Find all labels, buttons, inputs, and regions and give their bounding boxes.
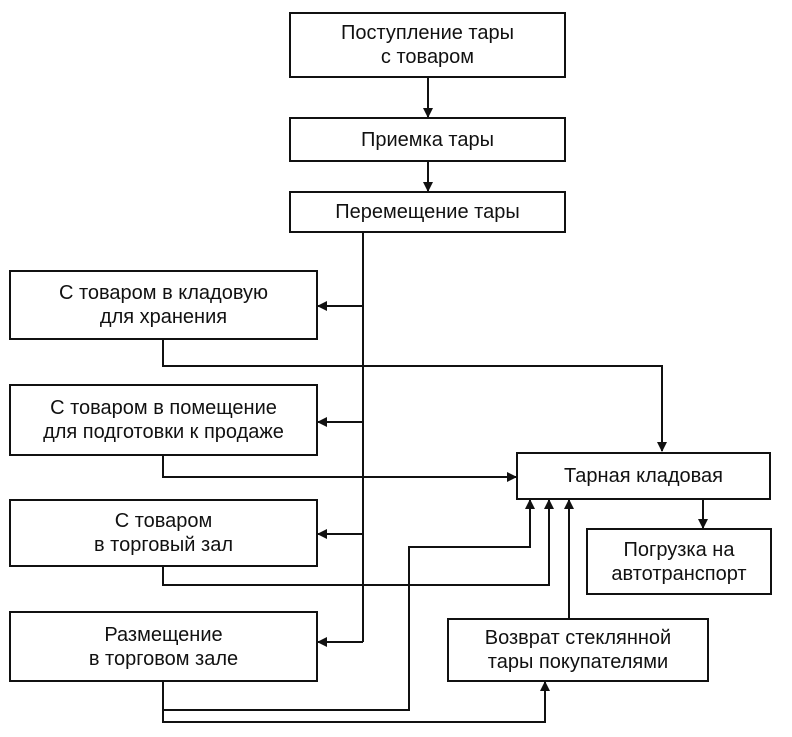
node-placement-line-1: Размещение bbox=[104, 623, 223, 646]
node-to-prep-room-line-1: С товаром в помещение bbox=[50, 397, 277, 419]
node-to-storeroom-line-2: для хранения bbox=[99, 306, 228, 328]
node-movement-label: Перемещение тары bbox=[335, 201, 520, 223]
node-to-sales-floor: С товаром в торговый зал bbox=[9, 499, 318, 567]
node-to-sales-floor-line-1: С товаром bbox=[114, 510, 213, 532]
node-placement: Размещение в торговом зале bbox=[9, 611, 318, 682]
node-to-sales-floor-line-2: в торговый зал bbox=[93, 534, 234, 556]
node-arrival: Поступление тары с товаром bbox=[289, 12, 566, 78]
node-acceptance-label: Приемка тары bbox=[361, 128, 494, 151]
node-movement: Перемещение тары bbox=[289, 191, 566, 233]
arrow-prep-to-tare bbox=[162, 456, 517, 482]
arrow-sales-floor-to-tare bbox=[162, 499, 554, 586]
node-truck-loading-line-1: Погрузка на bbox=[623, 538, 735, 561]
node-glass-return: Возврат стеклянной тары покупателями bbox=[447, 618, 709, 682]
node-placement-line-2: в торговом зале bbox=[88, 647, 239, 670]
node-arrival-line-1: Поступление тары bbox=[341, 22, 514, 44]
arrow-placement-to-glass-return bbox=[162, 681, 550, 723]
node-to-storeroom-line-1: С товаром в кладовую bbox=[58, 282, 269, 304]
arrow-storeroom-to-tare bbox=[162, 340, 667, 452]
node-to-storeroom: С товаром в кладовую для хранения bbox=[9, 270, 318, 340]
node-to-prep-room-line-2: для подготовки к продаже bbox=[43, 421, 284, 443]
node-truck-loading-line-2: автотранспорт bbox=[611, 562, 747, 585]
node-arrival-line-2: с товаром bbox=[380, 46, 475, 68]
node-to-prep-room: С товаром в помещение для подготовки к п… bbox=[9, 384, 318, 456]
node-acceptance: Приемка тары bbox=[289, 117, 566, 162]
node-truck-loading: Погрузка на автотранспорт bbox=[586, 528, 772, 595]
node-tare-storeroom: Тарная кладовая bbox=[516, 452, 771, 500]
node-glass-return-line-2: тары покупателями bbox=[487, 651, 669, 673]
node-tare-storeroom-label: Тарная кладовая bbox=[563, 465, 724, 487]
node-glass-return-line-1: Возврат стеклянной bbox=[484, 627, 672, 649]
